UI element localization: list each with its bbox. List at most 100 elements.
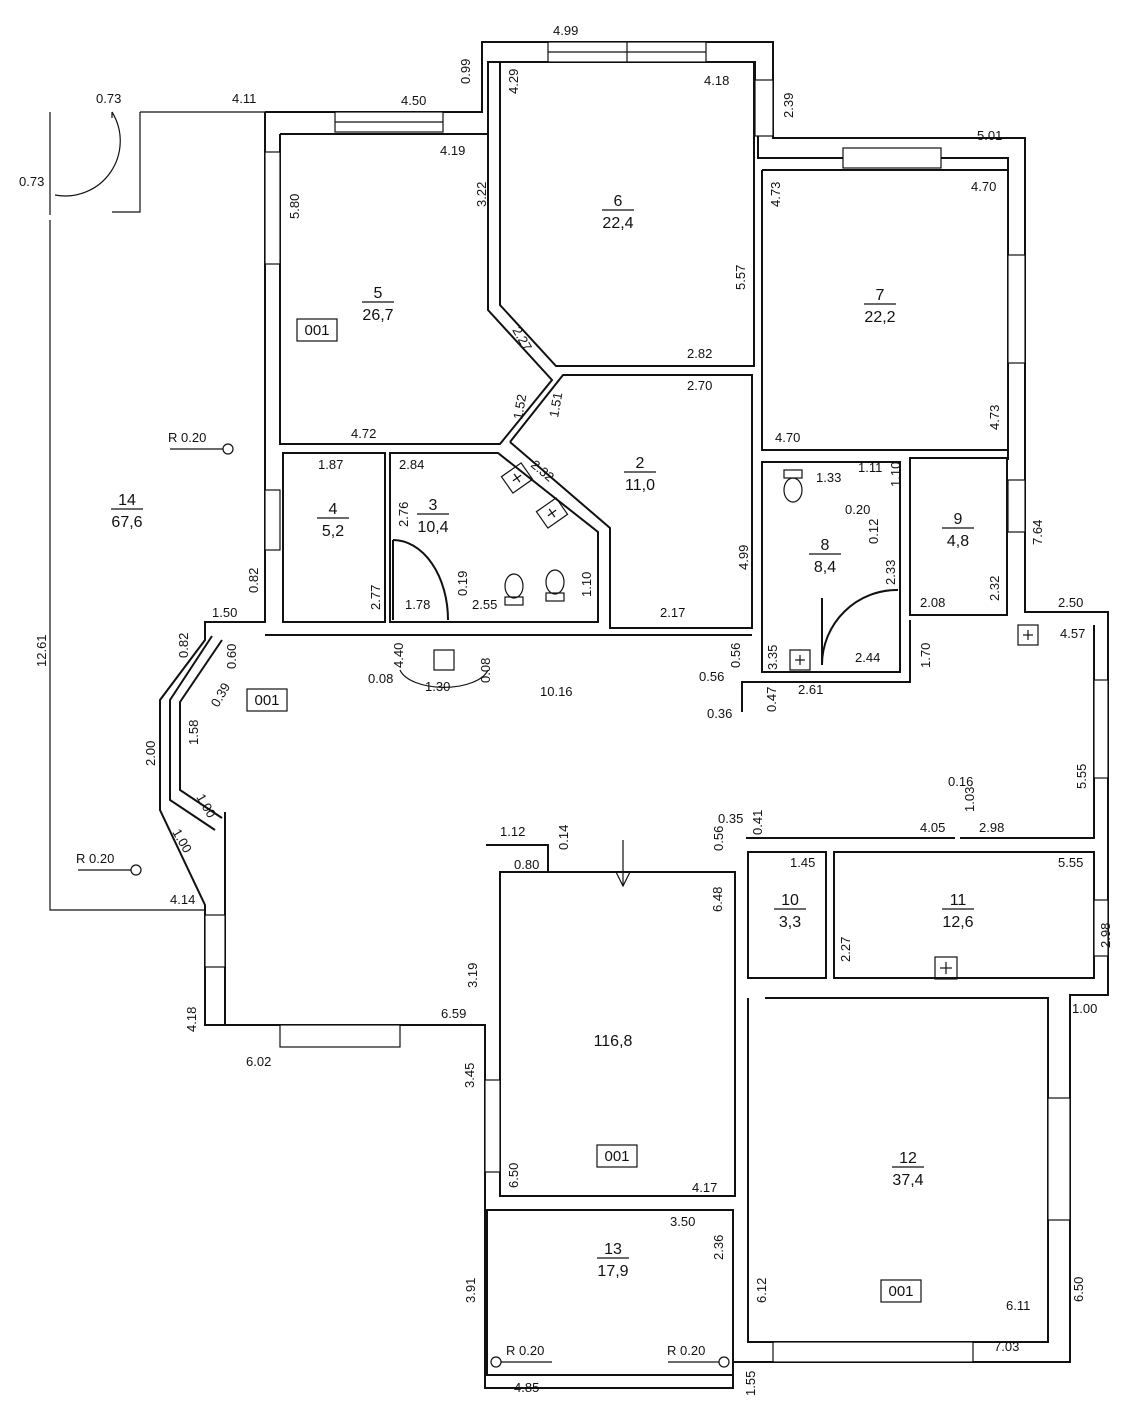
radius-label: R 0.20 <box>667 1343 705 1358</box>
walls <box>49 41 1109 1389</box>
dimension-label: 2.50 <box>1058 595 1083 610</box>
tag-label: 001 <box>888 1283 913 1300</box>
room-label-6: 622,4 <box>602 193 634 232</box>
radius-label: R 0.20 <box>76 851 114 866</box>
room-area: 11,0 <box>625 477 655 494</box>
dimension-label: 4.70 <box>971 179 996 194</box>
post-marker <box>490 1356 502 1368</box>
dimension-label: 1.00 <box>193 791 219 820</box>
dimension-label: 2.44 <box>855 650 880 665</box>
dimension-label: 0.47 <box>764 687 779 712</box>
vent-icon <box>934 956 958 980</box>
toilet-icon <box>783 477 803 503</box>
vent-icon <box>789 649 811 671</box>
dimension-label: 0.73 <box>19 174 44 189</box>
dimension-label: 1.00 <box>1072 1001 1097 1016</box>
dimension-label: 1.52 <box>510 393 529 421</box>
dimension-label: 0.14 <box>556 825 571 850</box>
dimension-label: 0.56 <box>711 826 726 851</box>
room-area: 37,4 <box>892 1172 923 1189</box>
room-label-4: 45,2 <box>317 501 349 540</box>
post-marker <box>130 864 142 876</box>
dimension-label: 4.57 <box>1060 626 1085 641</box>
hall-area: 116,8 <box>594 1033 633 1050</box>
dimension-label: 5.55 <box>1074 764 1089 789</box>
dimension-label: 4.73 <box>768 182 783 207</box>
dimension-label: 10.16 <box>540 684 573 699</box>
dimension-label: 1.51 <box>546 391 565 419</box>
dimension-label: 2.33 <box>883 560 898 585</box>
room-area: 67,6 <box>111 514 142 531</box>
dimension-label: 4.70 <box>775 430 800 445</box>
room-label-9: 94,8 <box>942 511 974 550</box>
dimension-label: 4.11 <box>232 91 256 106</box>
room-label-14: 14 67,6 <box>111 492 143 531</box>
dimension-label: 2.70 <box>687 378 712 393</box>
dimension-label: 4.05 <box>920 820 945 835</box>
dimension-label: 0.16 <box>948 774 973 789</box>
dimension-label: 4.17 <box>692 1180 717 1195</box>
dimension-label: 6.02 <box>246 1054 271 1069</box>
unit-tag: 001 <box>296 318 338 342</box>
door-marker <box>433 649 455 671</box>
dimension-label: 1.50 <box>212 605 237 620</box>
dimension-label: 2.27 <box>838 937 853 962</box>
dimension-label: 1.10 <box>579 572 594 597</box>
dimension-label: 6.48 <box>710 887 725 912</box>
vent-icon <box>500 462 534 494</box>
room-area: 12,6 <box>942 914 973 931</box>
unit-tag: 001 <box>880 1279 922 1303</box>
room-area: 22,2 <box>864 309 895 326</box>
tag-label: 001 <box>254 692 279 709</box>
room-number: 6 <box>614 193 623 210</box>
dimension-label: 0.99 <box>458 59 473 84</box>
tag-label: 001 <box>604 1148 629 1165</box>
room-label-5: 526,7 <box>362 285 394 324</box>
dimension-label: 1.00 <box>169 826 195 855</box>
unit-tag: 001 <box>596 1144 638 1168</box>
dimension-label: 3.22 <box>474 182 489 207</box>
dimension-label: 0.08 <box>368 671 393 686</box>
room-label-7: 722,2 <box>864 287 896 326</box>
toilet-icon <box>504 573 524 599</box>
dimension-label: 0.08 <box>478 658 493 683</box>
dimension-label: 4.99 <box>553 23 578 38</box>
dimension-label: 7.64 <box>1030 520 1045 545</box>
dimension-label: 2.84 <box>399 457 424 472</box>
room-number: 11 <box>950 892 967 909</box>
dimension-label: 1.03 <box>962 787 977 812</box>
dimension-label: 2.17 <box>660 605 685 620</box>
room-label-2: 211,0 <box>624 455 656 494</box>
dimension-label: 4.85 <box>514 1380 539 1395</box>
post-marker <box>718 1356 730 1368</box>
dimension-label: 0.80 <box>514 857 539 872</box>
dimension-label: 3.19 <box>465 963 480 988</box>
room-number: 12 <box>899 1150 917 1167</box>
dimension-label: 1.11 <box>858 460 882 475</box>
room-label-3: 310,4 <box>417 497 449 536</box>
room-area: 4,8 <box>947 533 969 550</box>
dimension-label: 2.77 <box>368 585 383 610</box>
fixtures <box>54 111 1039 1368</box>
dimension-label: 0.82 <box>176 633 191 658</box>
dimension-label: 2.98 <box>979 820 1004 835</box>
room-area: 22,4 <box>602 215 633 232</box>
room-area: 5,2 <box>322 523 344 540</box>
dimension-label: 3.35 <box>765 645 780 670</box>
dimension-label: 0.36 <box>707 706 732 721</box>
room-number: 14 <box>118 492 136 509</box>
dimension-label: 0.56 <box>699 669 724 684</box>
dimension-label: 2.76 <box>396 502 411 527</box>
room-number: 3 <box>429 497 438 514</box>
dimension-label: 2.36 <box>711 1235 726 1260</box>
vent-icon <box>535 497 569 529</box>
unit-tags: 001 001 001 001 <box>246 318 922 1303</box>
room-label-12: 12 37,4 <box>892 1150 924 1189</box>
dimension-label: 0.35 <box>718 811 743 826</box>
room-number: 8 <box>821 537 830 554</box>
room-area: 8,4 <box>814 559 836 576</box>
dimension-label: 0.56 <box>728 643 743 668</box>
radius-label: R 0.20 <box>168 430 206 445</box>
